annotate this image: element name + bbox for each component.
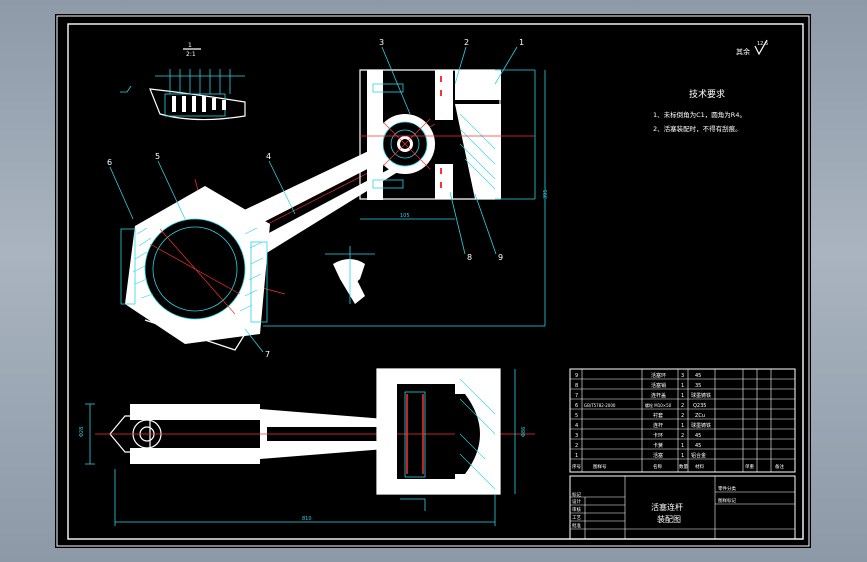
bom-cell: 球墨铸铁 [691, 392, 711, 399]
tech-heading: 技术要求 [689, 88, 725, 100]
callout-3: 3 [379, 38, 384, 47]
bom-cell: 1 [575, 453, 578, 459]
bom-cell: 3 [681, 373, 684, 379]
title-block-right-label: 图样标记 [718, 497, 736, 504]
detail-scale-bottom: 2:1 [186, 51, 196, 58]
bom-cell: 5 [575, 413, 578, 419]
callout-8: 8 [467, 253, 472, 262]
bom-cell: 9 [575, 373, 578, 379]
section-view-bottom: Φ28 Φ86 810 [79, 368, 535, 526]
bom-cell: 连杆盖 [651, 392, 666, 399]
callout-4: 4 [266, 152, 271, 161]
bom-cell: 卡环 [653, 432, 663, 439]
roughness-label: 其余 [736, 47, 750, 56]
bom-cell: GB/T5782-2000 [584, 403, 616, 408]
callout-5: 5 [155, 152, 160, 161]
bom-cell: 45 [695, 373, 701, 379]
height-dim-label: 395 [543, 189, 549, 199]
drawing-title-line-2: 装配图 [657, 514, 681, 524]
bom-cell: 1 [681, 423, 684, 429]
bom-cell: 7 [575, 393, 578, 399]
bom-cell: 3 [575, 433, 578, 439]
bom-cell: Q235 [693, 403, 706, 409]
bom-table: 9 活塞环 3 45 8 活塞销 1 35 7 连杆盖 1 球墨铸铁 6 GB/… [569, 368, 796, 473]
title-block-label: 工艺 [572, 515, 581, 521]
bom-cell: 球墨铸铁 [691, 422, 711, 429]
bom-cell: 35 [695, 383, 701, 389]
bom-cell: ZCu [695, 413, 705, 419]
bom-cell: 1 [681, 383, 684, 389]
bom-cell: 4 [575, 423, 578, 429]
bom-cell: 2 [681, 403, 684, 409]
right-dim-label: Φ86 [521, 427, 527, 437]
bom-cell: 铝合金 [691, 452, 706, 459]
drawing-sheet: 其余 12.5 技术要求 1、未标倒角为C1，圆角为R4。 2、活塞装配时，不得… [55, 14, 811, 548]
bom-cell: 活塞环 [651, 372, 666, 379]
tech-requirements: 技术要求 1、未标倒角为C1，圆角为R4。 2、活塞装配时，不得有刮痕。 [653, 88, 746, 133]
title-block: 标记 设计 审核 工艺 批准 零件分类 图样标记 活塞连杆 装配图 [569, 475, 796, 540]
title-block-label: 标记 [572, 491, 581, 498]
callout-6: 6 [107, 158, 112, 167]
connecting-rod-view [120, 114, 436, 351]
outer-frame [56, 15, 810, 547]
bolt-detail [325, 246, 375, 304]
bom-cell: 45 [695, 433, 701, 439]
bom-cell: 活塞 [653, 452, 663, 459]
bom-cell: 2 [681, 433, 684, 439]
bom-header-cell: 序号 [572, 463, 581, 470]
bom-header-cell: 名称 [653, 463, 662, 470]
callouts: 1 2 3 4 5 6 7 8 9 [107, 38, 524, 359]
bom-header-cell: 图样号 [593, 463, 607, 470]
bom-cell: 卡簧 [653, 442, 663, 449]
tech-note-1: 1、未标倒角为C1，圆角为R4。 [653, 110, 746, 119]
bom-cell: 1 [681, 453, 684, 459]
bom-header-cell: 备注 [775, 463, 784, 470]
bom-cell: 2 [681, 413, 684, 419]
callout-7: 7 [265, 350, 270, 359]
bom-cell: 活塞销 [651, 382, 666, 389]
title-block-right-label: 零件分类 [718, 485, 736, 492]
roughness-note: 其余 12.5 [736, 39, 768, 56]
title-block-label: 审核 [572, 506, 581, 513]
inner-frame [67, 23, 804, 540]
roughness-value: 12.5 [757, 41, 768, 47]
bom-header-cell: 数量 [679, 463, 688, 470]
title-block-label: 批准 [572, 522, 581, 529]
width-top-label: 105 [400, 213, 410, 219]
bom-cell: 6 [575, 403, 578, 409]
piston-top-view: 395 105 [263, 69, 549, 327]
bom-cell: 1 [681, 443, 684, 449]
bom-cell: 2 [575, 443, 578, 449]
title-block-label: 设计 [572, 498, 581, 505]
bom-cell: 螺栓 M10×50 [645, 402, 672, 408]
cad-drawing: 其余 12.5 技术要求 1、未标倒角为C1，圆角为R4。 2、活塞装配时，不得… [56, 15, 810, 547]
bom-cell: 8 [575, 383, 578, 389]
drawing-title-line-1: 活塞连杆 [651, 502, 683, 512]
detail-view: 1 2:1 [120, 42, 246, 121]
callout-9: 9 [498, 253, 503, 262]
bom-cell: 1 [681, 393, 684, 399]
left-dim-label: Φ28 [79, 427, 85, 437]
bottom-length-label: 810 [302, 516, 312, 522]
bom-header-cell: 材料 [695, 463, 704, 470]
bom-cell: 连杆 [653, 422, 663, 429]
tech-note-2: 2、活塞装配时，不得有刮痕。 [653, 124, 742, 133]
callout-1: 1 [519, 38, 524, 47]
detail-scale-top: 1 [188, 42, 192, 49]
bom-cell: 衬套 [653, 412, 663, 419]
bom-cell: 45 [695, 443, 701, 449]
bom-header-cell: 单重 [745, 463, 754, 470]
callout-2: 2 [464, 38, 469, 47]
